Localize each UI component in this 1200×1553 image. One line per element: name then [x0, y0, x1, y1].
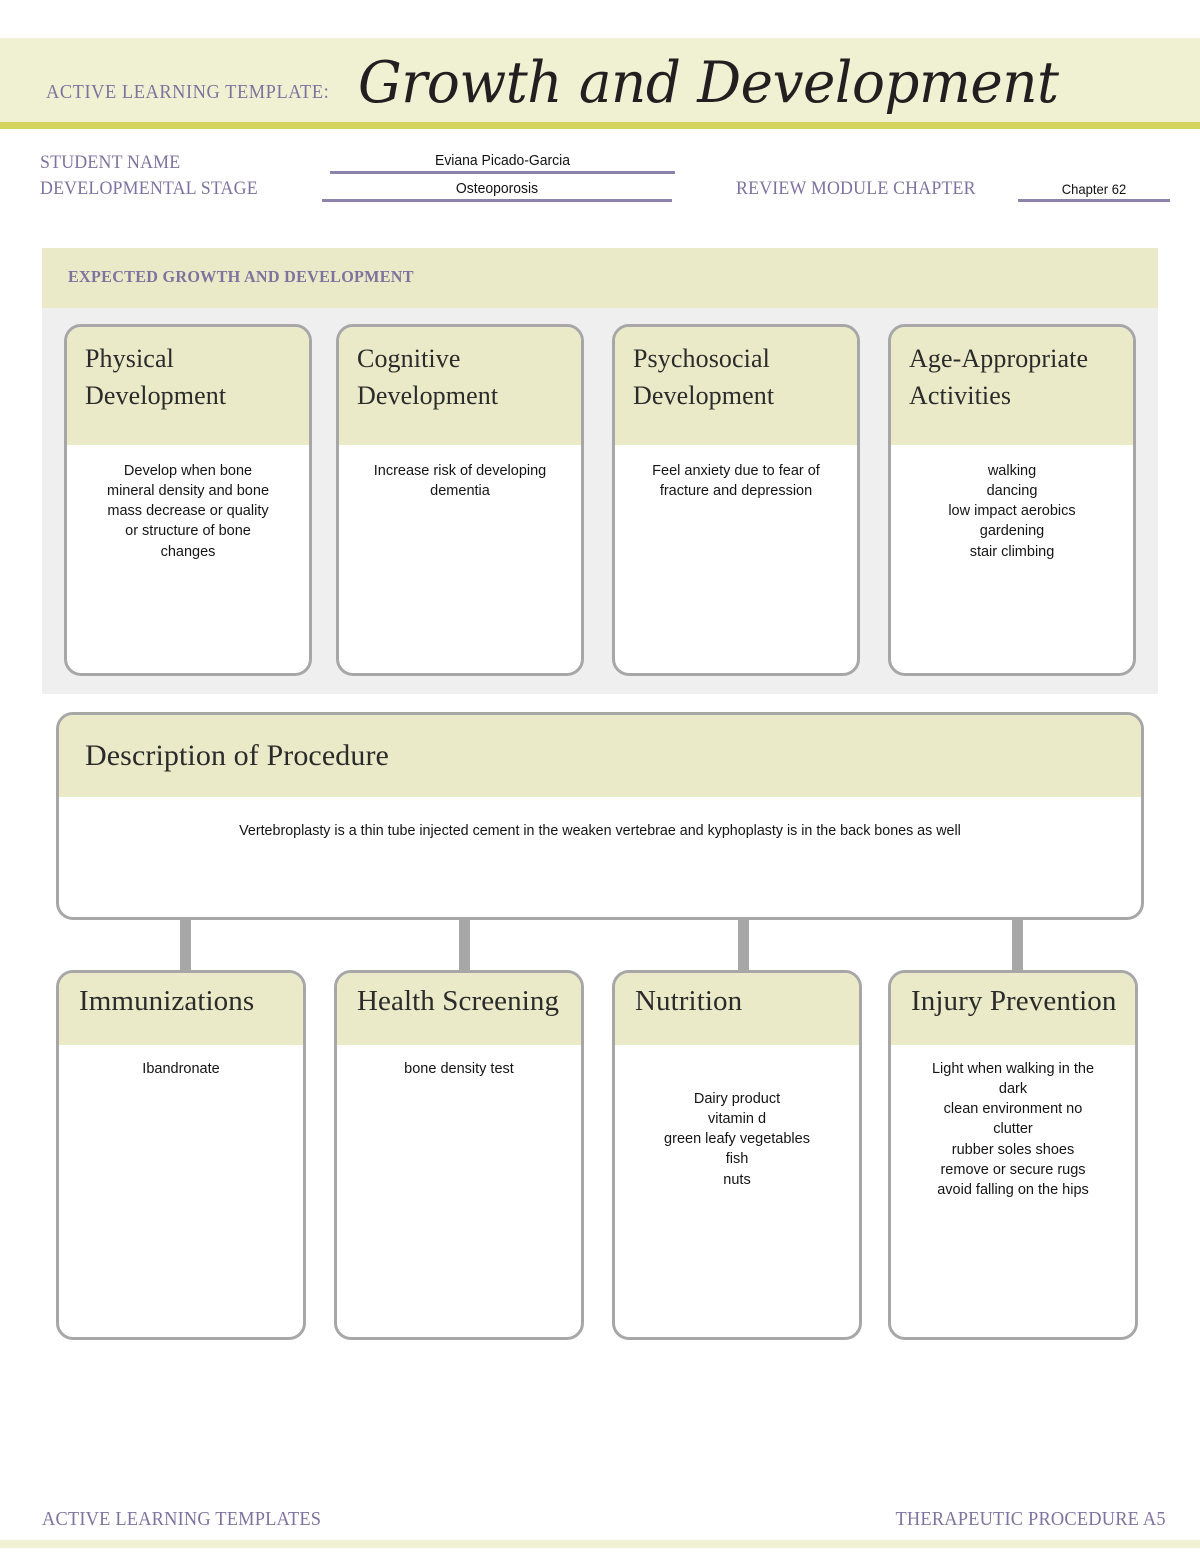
footer-accent-rule: [0, 1540, 1200, 1548]
review-module-chapter-underline: [1018, 199, 1170, 202]
page-title: Growth and Development: [358, 50, 1059, 116]
expected-growth-section-header: EXPECTED GROWTH AND DEVELOPMENT: [42, 248, 1158, 308]
header-band: ACTIVE LEARNING TEMPLATE: Growth and Dev…: [0, 38, 1200, 122]
card-body-text: Dairy product vitamin d green leafy vege…: [664, 1091, 810, 1188]
card-header: Psychosocial Development: [615, 327, 857, 445]
card-title: Age-Appropriate Activities: [909, 344, 1089, 410]
card-body-text: Increase risk of developing dementia: [373, 463, 547, 500]
footer-template-type: THERAPEUTIC PROCEDURE A5: [895, 1508, 1166, 1530]
card-title: Nutrition: [635, 985, 743, 1017]
developmental-stage-value: Osteoporosis: [455, 180, 539, 197]
footer-brand: ACTIVE LEARNING TEMPLATES: [42, 1508, 322, 1530]
card-psychosocial-development[interactable]: Psychosocial Development Feel anxiety du…: [612, 324, 860, 676]
card-title: Physical Development: [85, 344, 227, 410]
card-immunizations[interactable]: Immunizations Ibandronate: [56, 970, 306, 1340]
review-module-chapter-field[interactable]: Chapter 62: [1018, 176, 1170, 202]
developmental-stage-label: DEVELOPMENTAL STAGE: [40, 178, 258, 199]
card-nutrition[interactable]: Nutrition Dairy product vitamin d green …: [612, 970, 862, 1340]
card-header: Age-Appropriate Activities: [891, 327, 1133, 445]
developmental-stage-underline: [322, 199, 672, 202]
card-header: Nutrition: [615, 973, 859, 1045]
identity-block: STUDENT NAME DEVELOPMENTAL STAGE REVIEW …: [0, 140, 1200, 210]
developmental-stage-field[interactable]: Osteoporosis: [322, 176, 672, 202]
connector-line: [180, 920, 191, 976]
card-body-text: bone density test: [404, 1061, 514, 1077]
card-title: Immunizations: [79, 985, 255, 1017]
expected-growth-heading: EXPECTED GROWTH AND DEVELOPMENT: [68, 267, 414, 286]
card-body-text: Feel anxiety due to fear of fracture and…: [652, 463, 820, 500]
card-title: Cognitive Development: [357, 344, 499, 410]
card-body-text: Ibandronate: [142, 1061, 220, 1077]
template-kicker-label: ACTIVE LEARNING TEMPLATE:: [46, 81, 330, 103]
card-cognitive-development[interactable]: Cognitive Development Increase risk of d…: [336, 324, 584, 676]
card-body-text: Vertebroplasty is a thin tube injected c…: [239, 823, 961, 839]
card-body-text: Light when walking in the dark clean env…: [931, 1061, 1095, 1198]
card-injury-prevention[interactable]: Injury Prevention Light when walking in …: [888, 970, 1138, 1340]
card-header: Cognitive Development: [339, 327, 581, 445]
student-name-value: Eviana Picado-Garcia: [435, 152, 570, 169]
card-title: Description of Procedure: [85, 739, 389, 772]
student-name-label: STUDENT NAME: [40, 152, 181, 173]
card-header: Immunizations: [59, 973, 303, 1045]
card-header: Physical Development: [67, 327, 309, 445]
card-age-appropriate-activities[interactable]: Age-Appropriate Activities walking danci…: [888, 324, 1136, 676]
card-title: Injury Prevention: [911, 985, 1117, 1017]
connector-line: [459, 920, 470, 976]
review-module-chapter-label: REVIEW MODULE CHAPTER: [736, 178, 976, 199]
card-header: Health Screening: [337, 973, 581, 1045]
expected-growth-section: EXPECTED GROWTH AND DEVELOPMENT Physical…: [42, 248, 1158, 694]
card-description-of-procedure[interactable]: Description of Procedure Vertebroplasty …: [56, 712, 1144, 920]
card-body-text: Develop when bone mineral density and bo…: [106, 463, 270, 560]
header-accent-rule: [0, 122, 1200, 129]
card-body-text: walking dancing low impact aerobics gard…: [948, 463, 1076, 560]
card-physical-development[interactable]: Physical Development Develop when bone m…: [64, 324, 312, 676]
card-header: Injury Prevention: [891, 973, 1135, 1045]
card-header: Description of Procedure: [59, 715, 1141, 797]
student-name-underline: [330, 171, 675, 174]
student-name-field[interactable]: Eviana Picado-Garcia: [330, 148, 675, 174]
connector-line: [1012, 920, 1023, 976]
card-title: Psychosocial Development: [633, 344, 775, 410]
connector-line: [738, 920, 749, 976]
card-title: Health Screening: [357, 985, 560, 1017]
review-module-chapter-value: Chapter 62: [1061, 181, 1127, 197]
card-health-screening[interactable]: Health Screening bone density test: [334, 970, 584, 1340]
